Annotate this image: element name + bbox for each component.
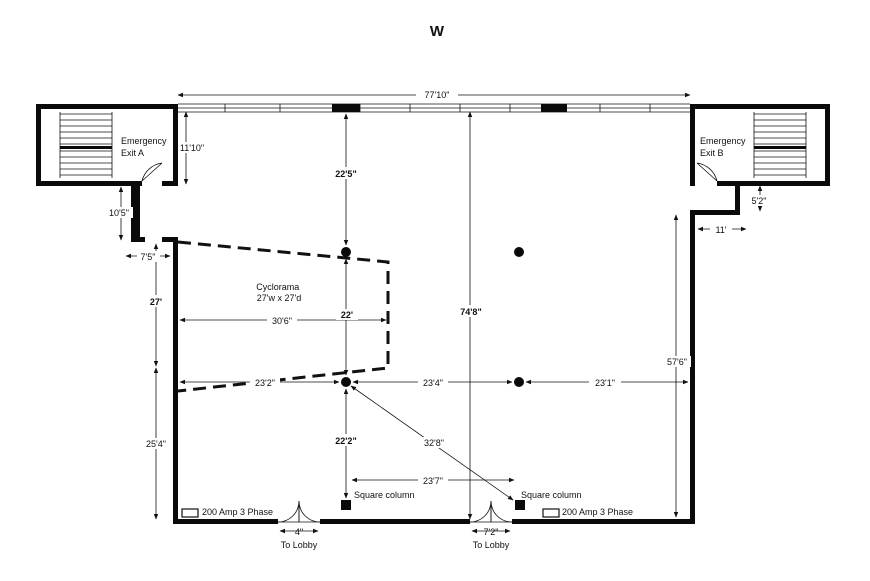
column-3 (341, 377, 351, 387)
power-box-left (181, 508, 199, 518)
dim-cyclo-depth: 30'6" (272, 316, 292, 326)
exit-a-line-2: Exit A (121, 148, 144, 158)
dim-diagonal: 32'8" (424, 438, 444, 448)
column-1 (341, 247, 351, 257)
power-left-label: 200 Amp 3 Phase (202, 507, 273, 517)
dim-left-jog: 7'5" (141, 252, 156, 262)
dim-overall-depth: 74'8" (460, 307, 481, 317)
dim-top-to-column: 22'5" (335, 169, 356, 179)
dim-right-wall: 57'6" (667, 357, 687, 367)
exit-a-line-1: Emergency (121, 136, 167, 146)
window-wall (178, 103, 690, 113)
stairs-exit-b (753, 112, 807, 178)
dim-overall-width: 77'10" (425, 90, 450, 100)
stairs-exit-a (59, 112, 113, 178)
cyclorama-label: Cyclorama 27'w x 27'd (256, 282, 302, 303)
dim-exit-a-offset: 10'5" (109, 208, 129, 218)
lobby-door-left[interactable] (277, 500, 321, 523)
dim-door-right: 7'2" (484, 527, 499, 537)
dim-exit-b-width: 11' (715, 225, 726, 235)
dimension-lines (118, 92, 763, 534)
square-column-right-label: Square column (521, 490, 582, 500)
square-column-left-label: Square column (354, 490, 415, 500)
dim-left-upper: 27' (150, 297, 162, 307)
exit-b-label: Emergency Exit B (700, 136, 748, 158)
cyclorama-title: Cyclorama (256, 282, 299, 292)
dim-column-to-right: 23'1" (595, 378, 615, 388)
column-4 (514, 377, 524, 387)
dim-square-columns: 23'7" (423, 476, 443, 486)
lobby-left-label: To Lobby (281, 540, 318, 550)
cyclorama-size: 27'w x 27'd (257, 293, 301, 303)
lobby-door-right[interactable] (469, 500, 513, 523)
dim-column-to-bottom: 22'2" (335, 436, 356, 446)
dim-exit-a-height: 11'10" (180, 143, 204, 153)
walls (36, 104, 830, 524)
exit-a-label: Emergency Exit A (121, 136, 169, 158)
column-2 (514, 247, 524, 257)
label-backgrounds (106, 89, 771, 486)
door-exit-a[interactable] (141, 162, 163, 182)
cyclorama-outline (177, 240, 390, 393)
exit-b-line-1: Emergency (700, 136, 746, 146)
door-exit-b[interactable] (696, 162, 718, 182)
lobby-right-label: To Lobby (473, 540, 510, 550)
power-box-right (542, 508, 560, 518)
dim-column-to-column: 23'4" (423, 378, 443, 388)
exit-b-line-2: Exit B (700, 148, 724, 158)
dim-column-spacing: 22' (341, 310, 353, 320)
dim-door-left: 4" (295, 527, 303, 537)
power-right-label: 200 Amp 3 Phase (562, 507, 633, 517)
square-column-right (515, 500, 525, 510)
square-column-left (341, 500, 351, 510)
dim-left-to-column: 23'2" (255, 378, 275, 388)
dim-left-lower: 25'4" (146, 439, 166, 449)
compass-label: W (430, 23, 445, 40)
dim-exit-b-offset: 5'2" (752, 196, 767, 206)
